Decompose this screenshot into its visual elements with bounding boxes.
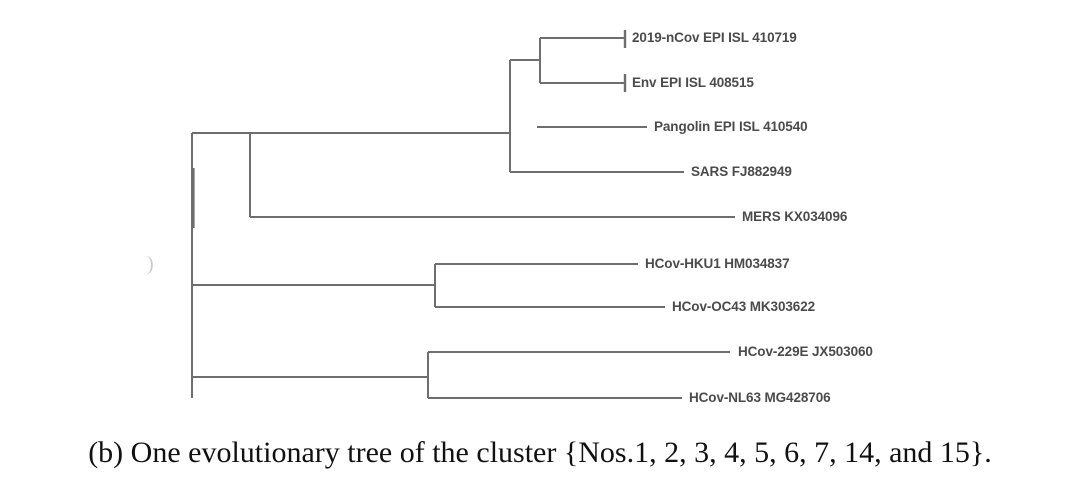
stray-paren-artifact: ) — [147, 253, 154, 275]
tip-label-hcov-229e: HCov-229E JX503060 — [738, 344, 873, 359]
caption-text: One evolutionary tree of the cluster {No… — [130, 436, 992, 469]
tip-label-mers: MERS KX034096 — [742, 209, 848, 224]
caption-label: (b) — [88, 436, 124, 469]
tip-label-hcov-hku1: HCov-HKU1 HM034837 — [645, 256, 790, 271]
tip-label-sars: SARS FJ882949 — [691, 164, 792, 179]
figure-caption: (b) One evolutionary tree of the cluster… — [0, 436, 1080, 470]
tip-label-env: Env EPI ISL 408515 — [632, 75, 754, 90]
tip-label-hcov-nl63: HCov-NL63 MG428706 — [689, 390, 831, 405]
tip-label-hcov-oc43: HCov-OC43 MK303622 — [672, 299, 816, 314]
tip-label-pangolin: Pangolin EPI ISL 410540 — [654, 119, 808, 134]
tree-branches — [191, 30, 735, 399]
tip-label-2019-ncov: 2019-nCov EPI ISL 410719 — [632, 30, 797, 45]
phylogenetic-tree: ) 2019-nCov EPI ISL 410719 Env EPI ISL 4… — [147, 30, 873, 405]
